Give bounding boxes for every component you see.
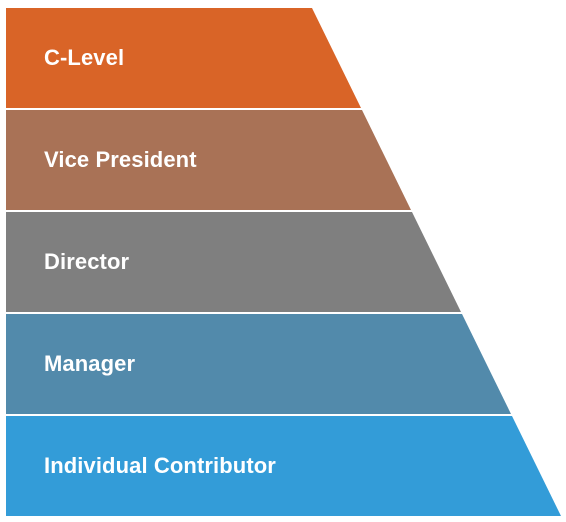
tier-c-level: C-Level xyxy=(6,8,361,108)
tier-label-manager: Manager xyxy=(44,351,136,376)
tier-label-c-level: C-Level xyxy=(44,45,125,70)
tier-label-director: Director xyxy=(44,249,130,274)
tier-individual-contributor: Individual Contributor xyxy=(6,416,561,516)
tier-director: Director xyxy=(6,212,461,312)
tier-manager: Manager xyxy=(6,314,511,414)
tier-vice-president: Vice President xyxy=(6,110,411,210)
tier-label-vice-president: Vice President xyxy=(44,147,197,172)
tier-label-individual-contributor: Individual Contributor xyxy=(44,453,276,478)
